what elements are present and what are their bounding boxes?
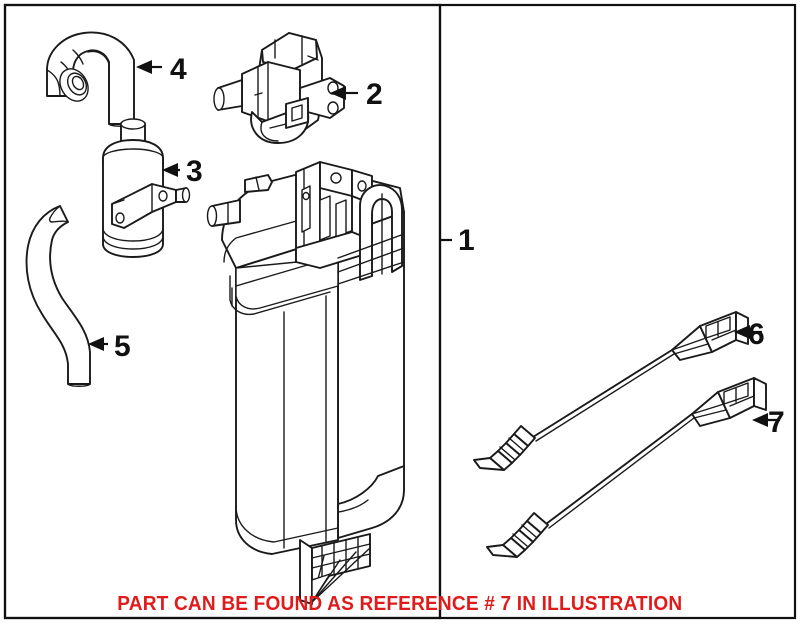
part-4-curved-hose bbox=[46, 31, 135, 127]
part-3-vapor-filter bbox=[102, 118, 191, 258]
callout-label-3: 3 bbox=[186, 155, 203, 188]
callout-6-arrow bbox=[734, 325, 762, 339]
callout-label-1: 1 bbox=[458, 224, 475, 257]
callout-label-6: 6 bbox=[748, 318, 765, 351]
callout-4-arrow bbox=[136, 60, 162, 74]
callout-label-7: 7 bbox=[768, 406, 785, 439]
callout-label-4: 4 bbox=[170, 53, 187, 86]
part-1-charcoal-canister bbox=[206, 161, 405, 605]
callout-label-2: 2 bbox=[366, 78, 383, 111]
part-5-vent-hose bbox=[25, 205, 91, 387]
callout-3-arrow bbox=[162, 163, 180, 177]
callout-5-arrow bbox=[88, 337, 108, 351]
part-2-purge-valve bbox=[213, 32, 345, 144]
callout-1-leader bbox=[438, 5, 452, 618]
part-7-oxygen-sensor bbox=[486, 377, 767, 558]
callout-label-5: 5 bbox=[114, 330, 131, 363]
part-6-oxygen-sensor bbox=[473, 311, 749, 471]
callout-2-arrow bbox=[330, 86, 358, 100]
callout-7-arrow bbox=[752, 413, 780, 427]
